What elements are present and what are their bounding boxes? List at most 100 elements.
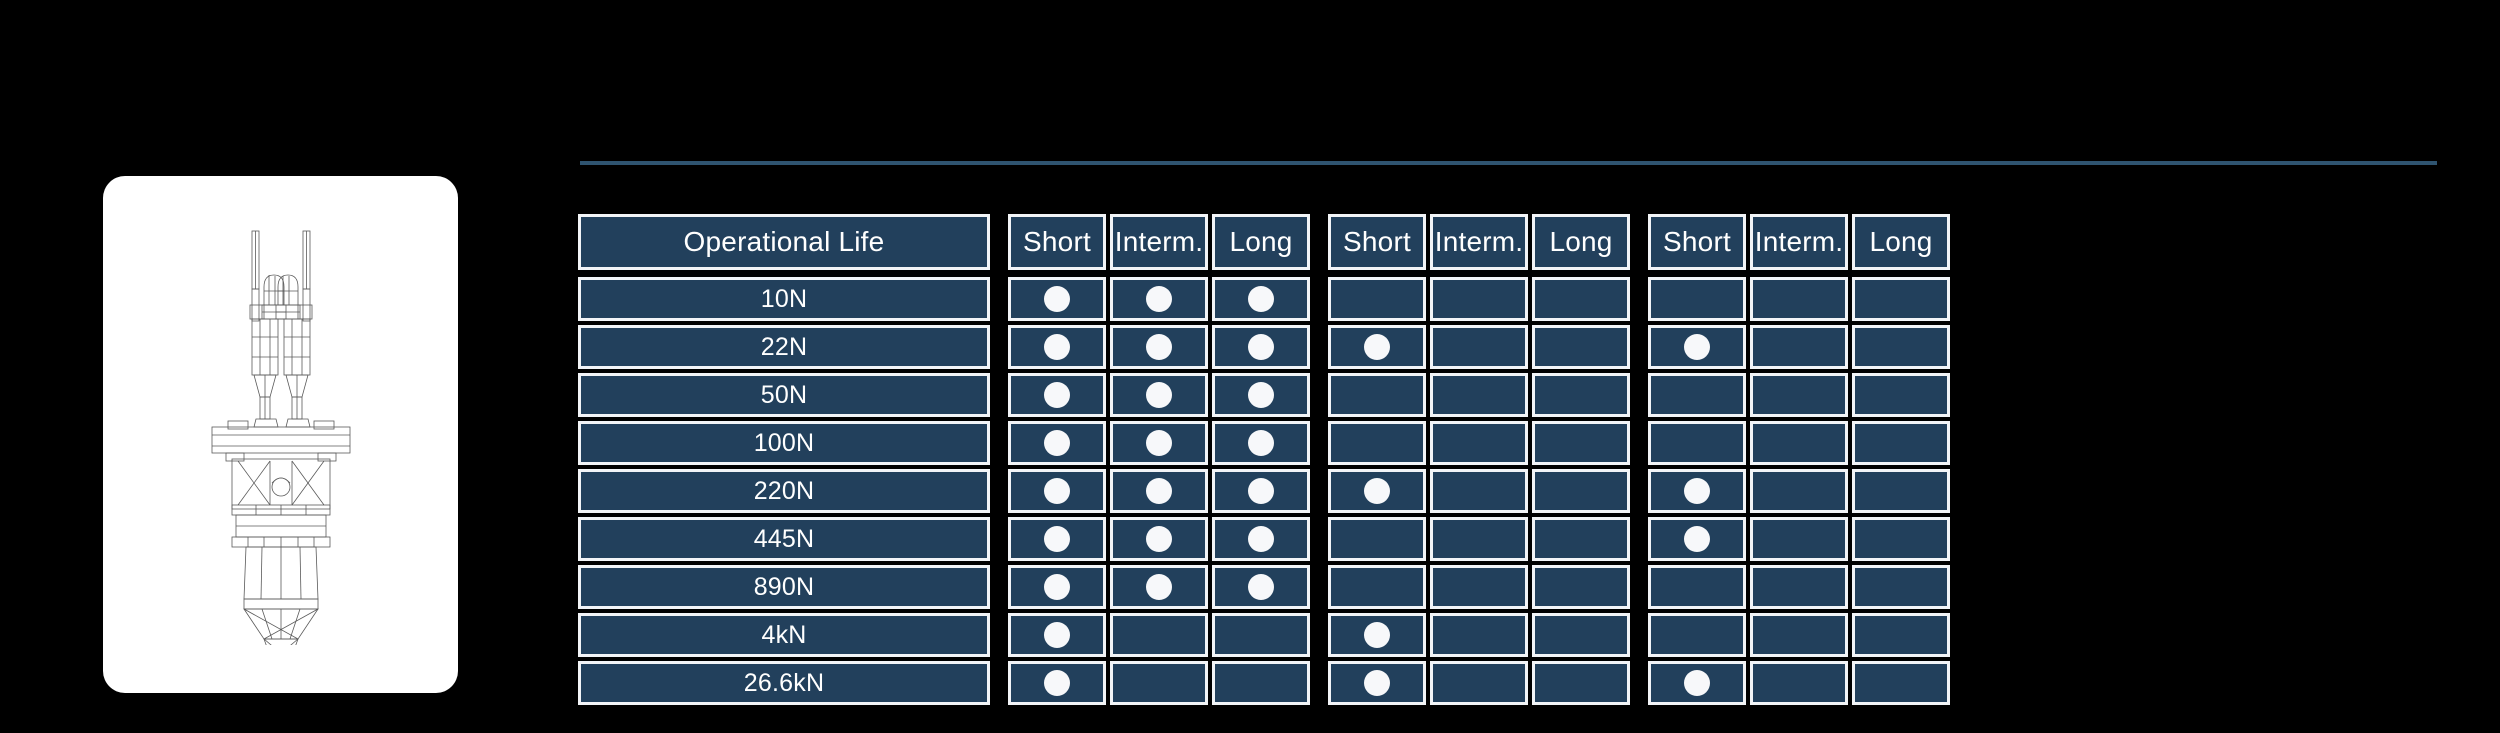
matrix-cell[interactable]	[1008, 325, 1106, 369]
matrix-cell[interactable]	[1648, 565, 1746, 609]
matrix-cell[interactable]	[1110, 517, 1208, 561]
column-header-long[interactable]: Long	[1852, 214, 1950, 270]
matrix-cell[interactable]	[1648, 325, 1746, 369]
column-header-interm[interactable]: Interm.	[1430, 214, 1528, 270]
matrix-cell[interactable]	[1212, 325, 1310, 369]
column-header-long[interactable]: Long	[1212, 214, 1310, 270]
matrix-cell[interactable]	[1648, 613, 1746, 657]
matrix-cell[interactable]	[1110, 565, 1208, 609]
matrix-cell[interactable]	[1750, 373, 1848, 417]
matrix-cell[interactable]	[1430, 661, 1528, 705]
matrix-cell[interactable]	[1430, 565, 1528, 609]
matrix-cell[interactable]	[1750, 277, 1848, 321]
matrix-cell[interactable]	[1110, 421, 1208, 465]
matrix-cell[interactable]	[1008, 565, 1106, 609]
matrix-cell[interactable]	[1008, 661, 1106, 705]
matrix-cell[interactable]	[1852, 325, 1950, 369]
table-row	[1008, 613, 1310, 657]
matrix-cell[interactable]	[1008, 613, 1106, 657]
matrix-cell[interactable]	[1852, 277, 1950, 321]
column-header-short[interactable]: Short	[1648, 214, 1746, 270]
matrix-cell[interactable]	[1750, 565, 1848, 609]
matrix-cell[interactable]	[1430, 373, 1528, 417]
matrix-cell[interactable]	[1532, 325, 1630, 369]
matrix-cell[interactable]	[1532, 661, 1630, 705]
matrix-cell[interactable]	[1750, 661, 1848, 705]
empty-cell-icon	[1786, 670, 1812, 696]
matrix-cell[interactable]	[1852, 565, 1950, 609]
empty-cell-icon	[1466, 430, 1492, 456]
matrix-cell[interactable]	[1430, 277, 1528, 321]
matrix-cell[interactable]	[1532, 373, 1630, 417]
matrix-cell[interactable]	[1750, 517, 1848, 561]
matrix-cell[interactable]	[1110, 469, 1208, 513]
matrix-cell[interactable]	[1430, 421, 1528, 465]
matrix-cell[interactable]	[1212, 661, 1310, 705]
matrix-cell[interactable]	[1852, 613, 1950, 657]
matrix-cell[interactable]	[1532, 517, 1630, 561]
matrix-cell[interactable]	[1008, 277, 1106, 321]
matrix-cell[interactable]	[1750, 325, 1848, 369]
matrix-cell[interactable]	[1110, 277, 1208, 321]
matrix-cell[interactable]	[1008, 469, 1106, 513]
matrix-cell[interactable]	[1212, 517, 1310, 561]
matrix-cell[interactable]	[1212, 565, 1310, 609]
matrix-cell[interactable]	[1110, 613, 1208, 657]
matrix-cell[interactable]	[1648, 661, 1746, 705]
matrix-cell[interactable]	[1328, 613, 1426, 657]
matrix-cell[interactable]	[1328, 469, 1426, 513]
column-header-short[interactable]: Short	[1008, 214, 1106, 270]
matrix-cell[interactable]	[1532, 469, 1630, 513]
matrix-cell[interactable]	[1110, 325, 1208, 369]
matrix-cell[interactable]	[1750, 421, 1848, 465]
matrix-cell[interactable]	[1852, 661, 1950, 705]
empty-cell-icon	[1466, 574, 1492, 600]
matrix-cell[interactable]	[1532, 421, 1630, 465]
matrix-cell[interactable]	[1110, 373, 1208, 417]
matrix-cell[interactable]	[1648, 421, 1746, 465]
matrix-cell[interactable]	[1430, 469, 1528, 513]
matrix-cell[interactable]	[1648, 373, 1746, 417]
matrix-cell[interactable]	[1750, 469, 1848, 513]
matrix-cell[interactable]	[1008, 421, 1106, 465]
matrix-cell[interactable]	[1328, 661, 1426, 705]
matrix-cell[interactable]	[1328, 565, 1426, 609]
matrix-cell[interactable]	[1212, 277, 1310, 321]
matrix-cell[interactable]	[1328, 421, 1426, 465]
matrix-cell[interactable]	[1212, 373, 1310, 417]
matrix-cell[interactable]	[1430, 517, 1528, 561]
available-dot-icon	[1044, 286, 1070, 312]
matrix-cell[interactable]	[1328, 517, 1426, 561]
column-header-interm[interactable]: Interm.	[1110, 214, 1208, 270]
matrix-cell[interactable]	[1328, 325, 1426, 369]
column-header-long[interactable]: Long	[1532, 214, 1630, 270]
matrix-cell[interactable]	[1852, 469, 1950, 513]
matrix-cell[interactable]	[1648, 517, 1746, 561]
matrix-cell[interactable]	[1648, 277, 1746, 321]
matrix-cell[interactable]	[1430, 325, 1528, 369]
matrix-cell[interactable]	[1328, 277, 1426, 321]
matrix-cell[interactable]	[1212, 469, 1310, 513]
matrix-cell[interactable]	[1852, 421, 1950, 465]
matrix-cell[interactable]	[1852, 373, 1950, 417]
matrix-cell[interactable]	[1648, 469, 1746, 513]
matrix-cell[interactable]	[1212, 613, 1310, 657]
matrix-cell[interactable]	[1430, 613, 1528, 657]
matrix-cell[interactable]	[1532, 565, 1630, 609]
column-header-short[interactable]: Short	[1328, 214, 1426, 270]
empty-cell-icon	[1888, 670, 1914, 696]
matrix-cell[interactable]	[1532, 613, 1630, 657]
header-divider	[580, 161, 2437, 165]
matrix-cell[interactable]	[1008, 373, 1106, 417]
matrix-cell[interactable]	[1212, 421, 1310, 465]
matrix-cell[interactable]	[1110, 661, 1208, 705]
matrix-cell[interactable]	[1008, 517, 1106, 561]
row-label: 50N	[578, 373, 990, 417]
matrix-cell[interactable]	[1852, 517, 1950, 561]
empty-cell-icon	[1364, 526, 1390, 552]
matrix-cell[interactable]	[1328, 373, 1426, 417]
available-dot-icon	[1044, 334, 1070, 360]
matrix-cell[interactable]	[1750, 613, 1848, 657]
matrix-cell[interactable]	[1532, 277, 1630, 321]
column-header-interm[interactable]: Interm.	[1750, 214, 1848, 270]
